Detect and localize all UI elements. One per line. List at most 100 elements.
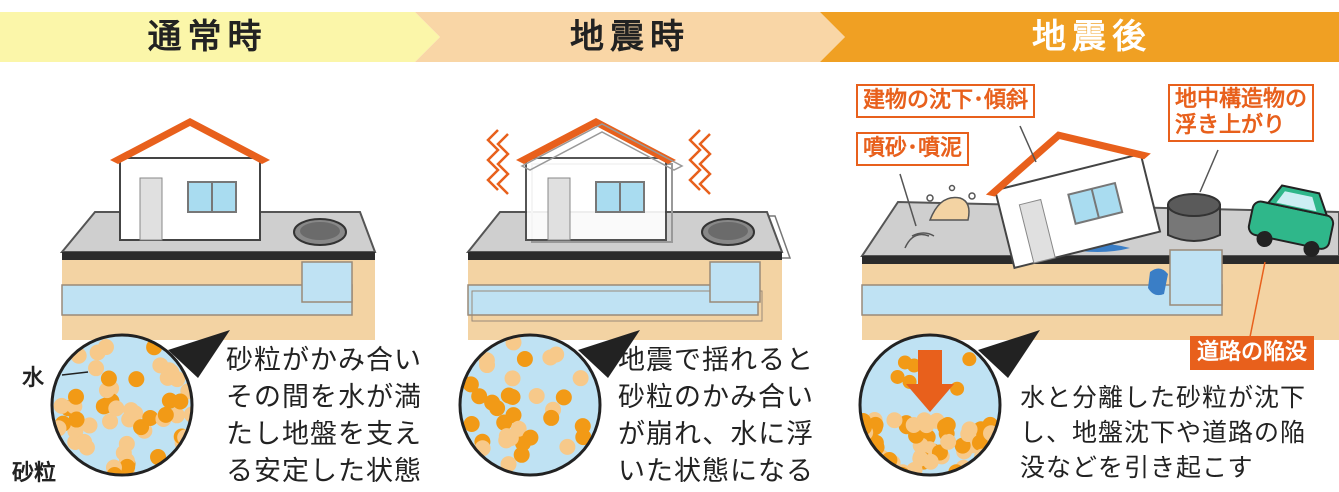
sand-grain	[968, 466, 985, 475]
sand-grain	[555, 389, 572, 406]
sand-grain	[971, 434, 988, 451]
pipe	[861, 284, 1223, 316]
description-line: 砂粒のかみ合い	[618, 382, 814, 413]
sand-grain	[890, 369, 905, 384]
house-icon	[516, 118, 684, 243]
car-icon	[1247, 184, 1335, 257]
sand-grain	[128, 371, 145, 388]
sand-grain	[500, 387, 517, 404]
panel-normal-scene	[59, 118, 377, 340]
header-quake: 地震時	[570, 17, 690, 57]
zoom-quake	[460, 335, 600, 475]
pipe-riser	[709, 261, 761, 303]
sand-grain	[950, 381, 965, 396]
manhole-icon	[1167, 193, 1221, 242]
sand-label: 砂粒	[12, 461, 57, 486]
sand-grain	[516, 350, 533, 367]
sand-grain	[543, 409, 560, 426]
sand-grain	[119, 458, 136, 475]
sand-boil	[904, 184, 976, 249]
sand-grain	[522, 429, 539, 446]
zoom-pointer	[578, 330, 640, 378]
sandboil-leader	[899, 173, 917, 227]
quake-description: 地震で揺れると 砂粒のかみ合い が崩れ、水に浮 いた状態になる	[618, 342, 814, 490]
description-line: いた状態になる	[618, 456, 814, 487]
sand-grain	[498, 428, 515, 445]
sand-grain	[95, 398, 112, 415]
pipe-riser	[301, 261, 353, 303]
sand-grain	[905, 416, 922, 433]
description-line: その間を水が満	[226, 382, 422, 413]
water-seep	[1148, 268, 1168, 296]
zoom-pointer	[168, 330, 230, 378]
sand-grain	[504, 370, 521, 387]
tag-building-settlement: 建物の沈下･傾斜	[856, 84, 1036, 118]
tag-road-collapse: 道路の陥没	[1190, 336, 1315, 370]
sand-grain	[572, 370, 589, 387]
sand-grain	[961, 421, 978, 438]
description-line: 没などを引き起こす	[1020, 453, 1254, 482]
sand-grain	[865, 465, 882, 475]
sand-grain	[106, 467, 123, 475]
sand-grain	[474, 440, 491, 457]
panel-after-scene	[860, 125, 1339, 340]
description-line: たし地盤を支え	[226, 419, 422, 450]
sand-grain	[118, 435, 135, 452]
manhole-lid	[708, 222, 748, 240]
header-normal: 通常時	[147, 17, 268, 57]
description-line: る安定した状態	[226, 456, 422, 487]
sand-grain	[157, 406, 174, 423]
sand-grain	[68, 411, 85, 428]
sand-grain	[97, 339, 114, 356]
sand-grain	[500, 456, 517, 473]
road-leader	[1249, 261, 1266, 338]
sand-grain	[108, 400, 125, 417]
sand-grain	[575, 429, 592, 446]
description-line: 水と分離した砂粒が沈下	[1020, 383, 1307, 412]
sand-grain	[886, 412, 903, 429]
building-leader	[1019, 125, 1037, 163]
ground-edge	[862, 256, 1339, 264]
sand-grain	[123, 402, 140, 419]
sand-grain	[528, 387, 545, 404]
header-band-after	[820, 12, 1339, 62]
header-band-normal	[0, 12, 440, 62]
water-label: 水	[22, 366, 45, 391]
description-line: が崩れ、水に浮	[618, 419, 815, 450]
sand-grain	[962, 352, 977, 367]
description-line: 砂粒がかみ合い	[226, 345, 422, 376]
sand-grain	[100, 370, 117, 387]
sand-grain	[76, 433, 93, 450]
sand-grain	[559, 438, 576, 455]
tag-structure-uplift: 地中構造物の 浮き上がり	[1168, 84, 1315, 142]
shake-icon	[486, 129, 712, 195]
sand-grain	[918, 417, 935, 434]
house-icon	[110, 118, 270, 241]
zoom-pointer	[978, 330, 1040, 378]
sand-grain	[513, 446, 530, 463]
sand-grain	[484, 394, 501, 411]
sand-grain	[172, 393, 189, 410]
normal-description: 砂粒がかみ合い その間を水が満 たし地盤を支え る安定した状態	[226, 342, 422, 490]
sand-grain	[462, 376, 479, 393]
sand-grain	[102, 413, 119, 430]
manhole-lid	[300, 222, 340, 240]
description-line: 地震で揺れると	[618, 345, 814, 376]
sand-grain	[88, 360, 105, 377]
house-icon	[985, 131, 1162, 270]
sand-grain	[479, 357, 496, 374]
tag-sand-boil: 噴砂･噴泥	[856, 132, 970, 166]
sand-grain	[142, 409, 159, 426]
sand-grain	[505, 407, 522, 424]
sand-grain	[463, 415, 480, 432]
sand-grain	[940, 433, 957, 450]
sand-grain	[897, 355, 912, 370]
sand-grain	[53, 397, 70, 414]
tag-line: 浮き上がり	[1175, 113, 1286, 138]
ground-edge	[62, 252, 375, 260]
sand-grain	[471, 388, 488, 405]
header-band-quake	[415, 12, 845, 62]
sand-grain	[81, 417, 98, 434]
